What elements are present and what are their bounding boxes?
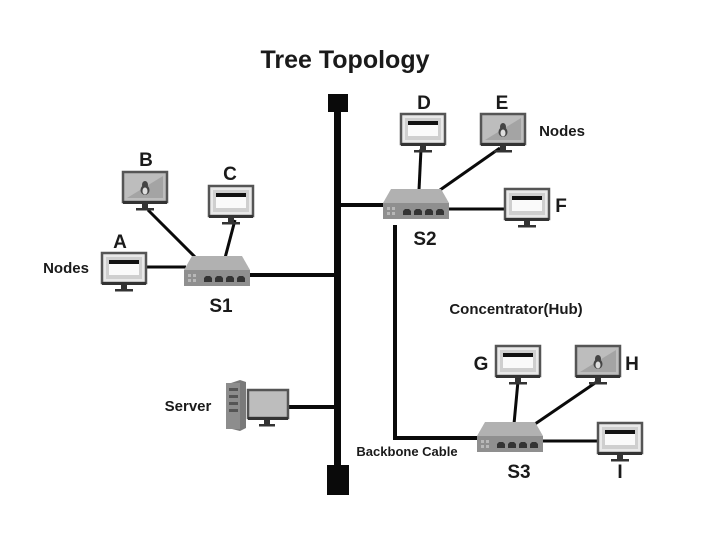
node-label: A [113,232,127,253]
server-tower-icon [226,380,246,431]
hub-label: S1 [209,296,233,317]
node-g: G [474,344,542,386]
node-f: F [503,187,567,229]
node-b: B [121,150,169,212]
link-s3-h [534,379,599,426]
monitor-icon [399,112,447,154]
link-s2-e [439,146,501,192]
node-e: E [479,93,527,154]
linux-monitor-icon [574,344,622,386]
node-label: B [139,150,153,171]
monitor-icon [100,251,148,293]
backbone-cable [327,94,349,495]
link-s2-d [417,148,423,191]
backbone-terminator-bottom [327,465,349,495]
node-c: C [207,164,255,226]
hub-s2: S2 [383,189,449,250]
nodes-label-left: Nodes [43,260,89,277]
connection-lines [144,146,599,443]
node-label: F [555,196,567,217]
monitor-icon [494,344,542,386]
server-monitor-icon [246,388,290,427]
link-s1-b [146,208,198,260]
node-label: D [417,93,431,114]
diagram-title: Tree Topology [261,46,430,74]
hub-label: S3 [507,462,530,483]
hub-s3: S3 [477,422,543,483]
monitor-icon [207,184,255,226]
node-label: E [496,93,509,114]
nodes-label-right: Nodes [539,123,585,140]
server: Server [165,380,290,431]
node-d: D [399,93,447,154]
backbone-terminator-top [328,94,348,112]
server-label: Server [165,398,212,415]
node-h: H [574,344,639,386]
node-label: G [474,354,489,375]
node-label: C [223,164,237,185]
node-a: A [100,232,148,293]
link-s3-g [512,380,520,425]
node-label: I [617,462,622,483]
link-s1-c [223,219,237,259]
linux-monitor-icon [121,170,169,212]
monitor-icon [596,421,644,463]
hub-label: S2 [413,229,436,250]
backbone-cable-label: Backbone Cable [356,444,457,459]
node-label: H [625,354,639,375]
linux-monitor-icon [479,112,527,154]
concentrator-label: Concentrator(Hub) [449,301,582,318]
monitor-icon [503,187,551,229]
node-i: I [596,421,644,483]
hub-s1: S1 [184,256,250,317]
link-s2-s3 [393,225,480,440]
